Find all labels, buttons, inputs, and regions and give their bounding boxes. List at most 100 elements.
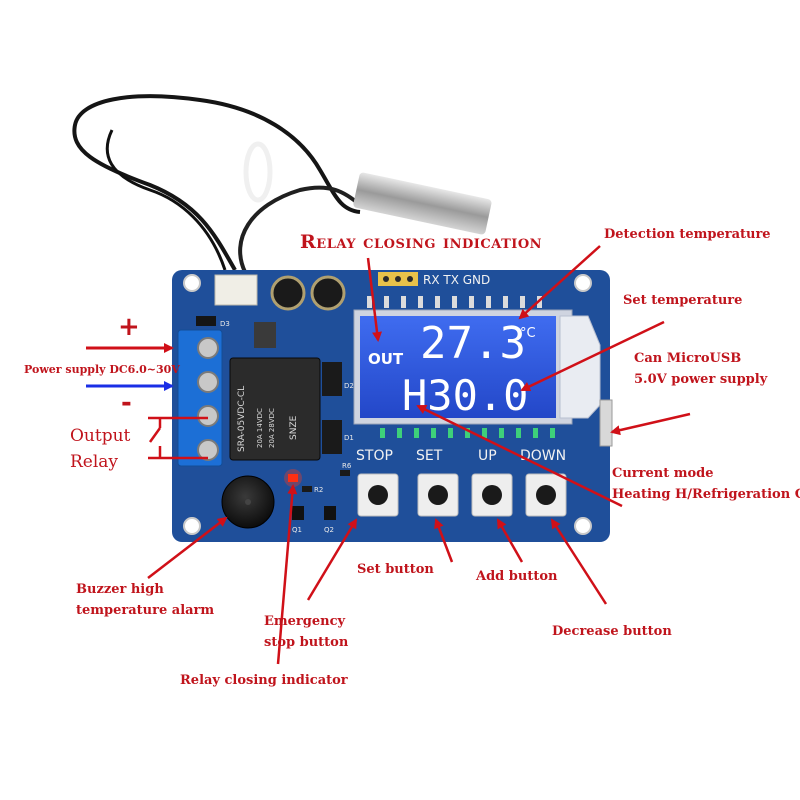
silk-r2: R2 (314, 486, 323, 494)
up-button-cap[interactable] (482, 485, 502, 505)
arrow-set-button (306, 518, 358, 601)
relay-led-glow (284, 469, 302, 487)
lcd-screen (360, 316, 556, 418)
lcd-pins-bottom (380, 428, 555, 438)
relay-led (288, 474, 298, 482)
mount-hole (574, 517, 592, 535)
label-set-button: Set button (357, 562, 434, 577)
silk-d1: D1 (344, 434, 354, 442)
diode-d1 (322, 420, 342, 454)
label-power-supply: Power supply DC6.0~30V (24, 363, 180, 376)
label-current-mode-1: Current mode (612, 466, 714, 481)
arrow-relay-indicator (276, 484, 298, 665)
silk-set: SET (416, 448, 443, 464)
silk-up: UP (478, 448, 497, 464)
minus-sign: - (121, 388, 132, 418)
down-button-cap[interactable] (536, 485, 556, 505)
probe-cable-2 (238, 185, 362, 273)
button-row: STOP SET UP DOWN (356, 448, 567, 517)
regulator (254, 322, 276, 348)
relay-brand-mark: SNZE (289, 415, 299, 440)
silk-d2: D2 (344, 382, 354, 390)
arrow-set-button-2 (434, 518, 454, 563)
terminal-housing (177, 329, 223, 467)
relay-model: SRA-05VDC-CL (237, 386, 247, 452)
label-emergency-1: Emergency (264, 614, 346, 629)
label-relay-closing-indication-text: Relay closing indication (300, 231, 543, 253)
terminal-block (177, 329, 223, 467)
terminal-screw (197, 405, 219, 427)
transistor-q2 (324, 506, 336, 520)
arrow-buzzer (147, 516, 228, 579)
relay: SRA-05VDC-CL 20A 14VDC 20A 28VDC SNZE D2… (196, 316, 354, 461)
pcb-board: RX TX GND OUT 27.3 °C H30.0 (172, 270, 613, 542)
relay-switch-lever (148, 427, 162, 443)
arrow-relay-indication (366, 257, 382, 342)
plus-sign: + (118, 312, 140, 342)
relay-rating-2: 20A 28VDC (268, 408, 276, 448)
silk-q1: Q1 (292, 526, 302, 534)
silk-r6: R6 (342, 462, 352, 470)
probe-tube (353, 172, 492, 235)
buzzer-hole (245, 499, 251, 505)
mount-hole (183, 517, 201, 535)
label-decrease-button: Decrease button (552, 624, 672, 639)
label-output: Output (70, 426, 131, 446)
label-relay: Relay (70, 452, 119, 472)
label-buzzer-2: temperature alarm (76, 603, 215, 618)
label-current-mode-2: Heating H/Refrigeration C (612, 487, 800, 502)
silk-stop: STOP (356, 448, 393, 464)
resistor-r2 (302, 486, 312, 492)
temperature-probe (72, 94, 492, 273)
label-set-temperature: Set temperature (623, 293, 743, 308)
label-relay-indicator: Relay closing indicator (180, 673, 348, 688)
stop-button-cap[interactable] (368, 485, 388, 505)
label-detection-temperature: Detection temperature (604, 227, 771, 242)
pin (383, 276, 389, 282)
callout-arrows (147, 245, 691, 665)
output-relay-schematic (148, 416, 208, 460)
probe-connector (214, 274, 258, 306)
silk-d3: D3 (220, 320, 230, 328)
diode-d2 (322, 362, 342, 396)
lcd-detect-value: 27.3 (420, 318, 526, 369)
label-microusb-1: Can MicroUSB (634, 351, 742, 366)
pin (395, 276, 401, 282)
lcd-side-window (559, 315, 601, 419)
arrow-decrease-button (550, 518, 608, 605)
capacitor (270, 275, 306, 311)
lcd-out-indicator: OUT (368, 350, 404, 368)
terminal-screw (197, 337, 219, 359)
relay-rating-1: 20A 14VDC (256, 408, 264, 448)
probe-cable-3 (105, 129, 227, 271)
arrow-detection-temp (518, 245, 601, 320)
diode-d3 (196, 316, 216, 326)
header-label: RX TX GND (423, 273, 490, 287)
arrow-microusb (610, 412, 691, 436)
capacitor (310, 275, 346, 311)
probe-cable (72, 94, 361, 271)
terminal-screw (197, 371, 219, 393)
relay-body (229, 357, 321, 461)
arrow-add-button (496, 518, 524, 563)
label-add-button: Add button (476, 569, 558, 584)
terminal-screw (197, 439, 219, 461)
rx-tx-gnd-header: RX TX GND (378, 272, 490, 287)
mount-hole (574, 274, 592, 292)
label-relay-closing-indication: Relay closing indication (300, 231, 542, 254)
label-buzzer-1: Buzzer high (76, 582, 164, 597)
pin (407, 276, 413, 282)
transistor-q1 (292, 506, 304, 520)
label-emergency-2: stop button (264, 635, 349, 650)
set-button-cap[interactable] (428, 485, 448, 505)
cable-tie (243, 141, 273, 203)
silk-q2: Q2 (324, 526, 334, 534)
mount-hole (183, 274, 201, 292)
lcd-unit: °C (520, 326, 536, 341)
lcd-display: OUT 27.3 °C H30.0 (353, 309, 601, 425)
lcd-mode-value: H30.0 (402, 371, 528, 420)
resistor-r6 (340, 470, 350, 476)
silk-down: DOWN (520, 448, 566, 464)
arrow-set-temp (520, 320, 665, 392)
